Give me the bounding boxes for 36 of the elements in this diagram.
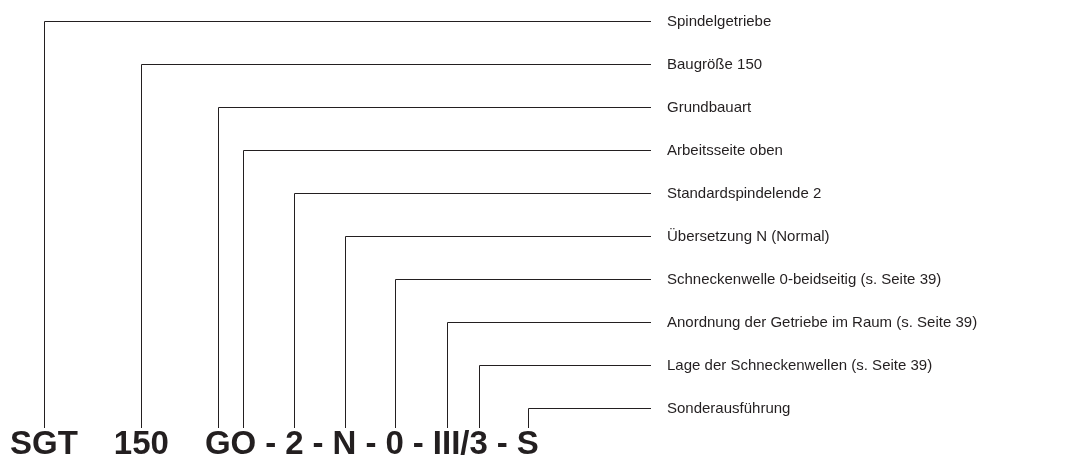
code-separator: / <box>460 426 470 459</box>
leader-line <box>447 322 652 429</box>
leader-line <box>218 107 652 429</box>
type-code-part: 0 <box>385 426 404 459</box>
type-code-part: 2 <box>285 426 304 459</box>
leader-line <box>528 408 652 429</box>
code-separator: - <box>412 426 424 459</box>
type-code-part: G <box>204 426 231 459</box>
type-code-part: O <box>230 426 257 459</box>
description-text: Spindelgetriebe <box>667 12 772 30</box>
leader-line <box>294 193 652 429</box>
code-separator: - <box>365 426 377 459</box>
type-code-part: S <box>516 426 539 459</box>
code-separator: - <box>496 426 508 459</box>
description-text: Anordnung der Getriebe im Raum (s. Seite 39) <box>667 313 978 331</box>
description-text: Grundbauart <box>667 98 752 116</box>
type-code-part: N <box>332 426 357 459</box>
type-code-part: 150 <box>113 426 169 459</box>
description-text: Übersetzung N (Normal) <box>667 227 830 245</box>
description-text: Sonderausführung <box>667 399 791 417</box>
type-code-part: SGT <box>10 426 78 459</box>
leader-line <box>345 236 652 429</box>
code-separator: - <box>265 426 277 459</box>
leader-line <box>44 21 652 429</box>
leader-line <box>395 279 652 429</box>
description-text: Standardspindelende 2 <box>667 184 822 202</box>
description-text: Lage der Schneckenwellen (s. Seite 39) <box>667 356 933 374</box>
type-code-part: III <box>432 426 461 459</box>
leader-line <box>141 64 652 429</box>
description-text: Arbeitsseite oben <box>667 141 783 159</box>
description-text: Baugröße 150 <box>667 55 763 73</box>
type-code-part: 3 <box>469 426 488 459</box>
description-text: Schneckenwelle 0-beidseitig (s. Seite 39) <box>667 270 942 288</box>
leader-line <box>243 150 652 429</box>
code-separator: - <box>312 426 324 459</box>
leader-line <box>479 365 652 429</box>
